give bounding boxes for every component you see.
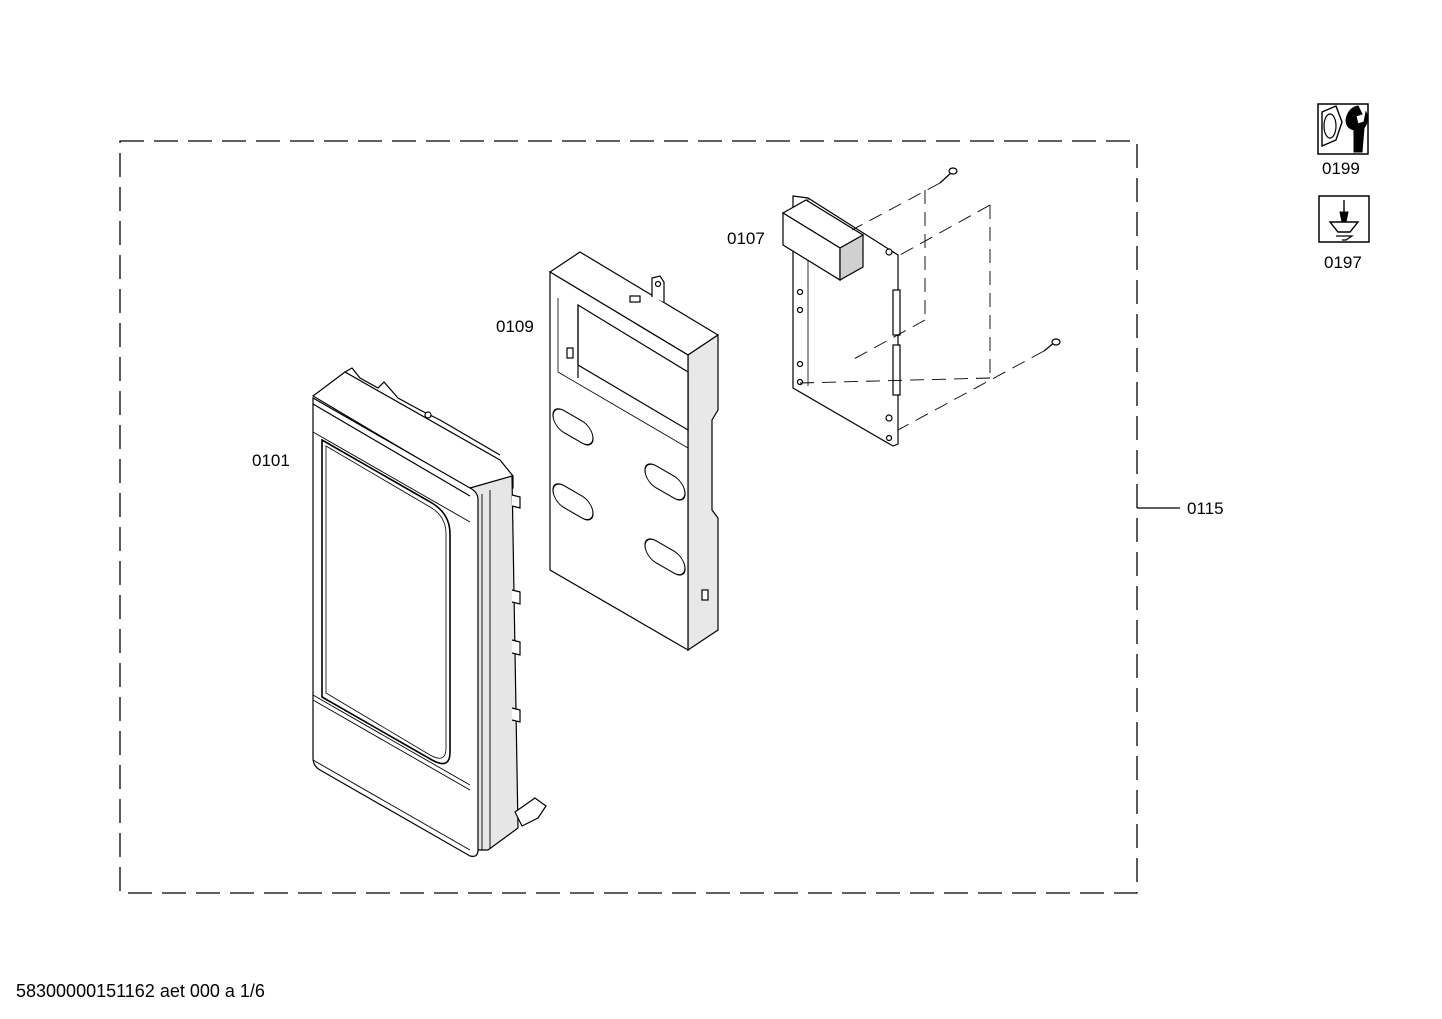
screwdriver-screw-icon <box>1318 195 1370 243</box>
screw-top <box>939 167 958 184</box>
screw-bottom <box>1043 338 1061 352</box>
circuit-board-0107 <box>781 195 901 447</box>
label-part-0115: 0115 <box>1187 499 1224 518</box>
screws <box>939 167 1061 352</box>
document-id: 58300000151162 aet 000 a 1/6 <box>16 981 265 1001</box>
assembly-boundary <box>119 140 1138 894</box>
front-panel-0101 <box>311 367 547 857</box>
nut-and-wrench-icon <box>1317 103 1369 155</box>
label-tool-0199: 0199 <box>1322 159 1360 178</box>
assembly-lines <box>799 182 1045 431</box>
label-part-0109: 0109 <box>496 317 534 336</box>
label-part-0107: 0107 <box>727 229 765 248</box>
carrier-frame-0109 <box>548 251 720 652</box>
label-part-0101: 0101 <box>252 451 290 470</box>
label-tool-0197: 0197 <box>1324 253 1362 272</box>
